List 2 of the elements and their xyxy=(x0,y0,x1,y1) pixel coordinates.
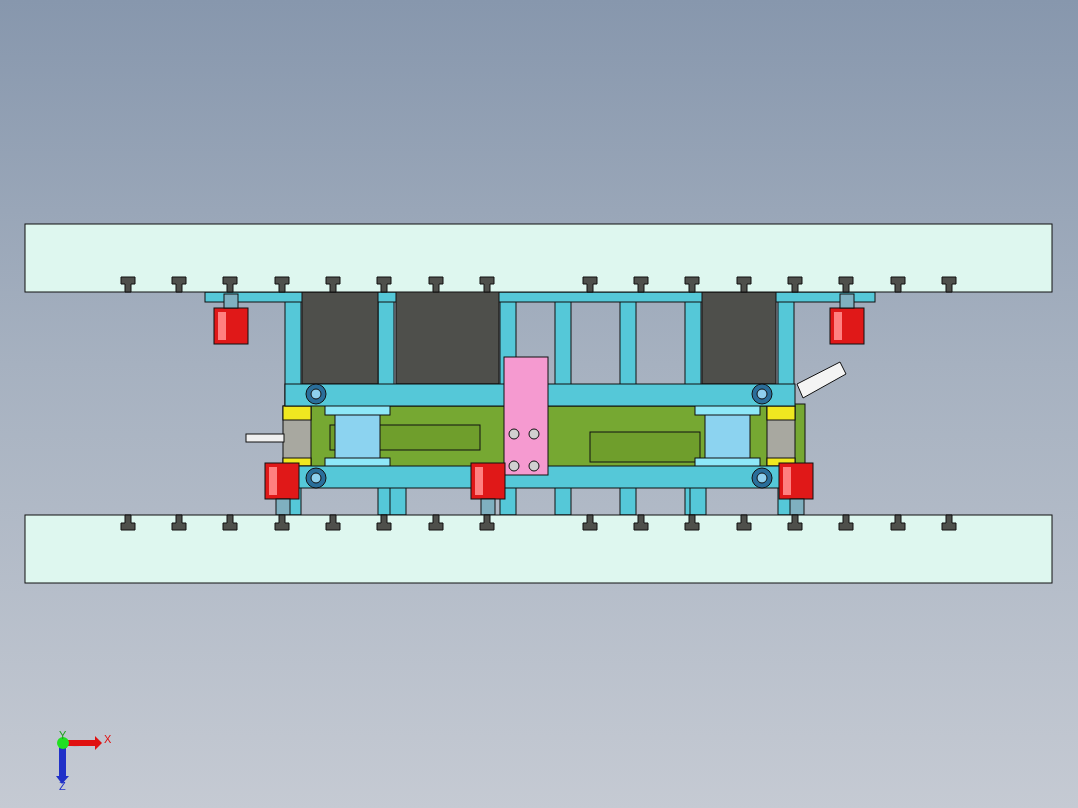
axis-label: X xyxy=(104,733,112,745)
axis-label: Y xyxy=(59,729,67,741)
